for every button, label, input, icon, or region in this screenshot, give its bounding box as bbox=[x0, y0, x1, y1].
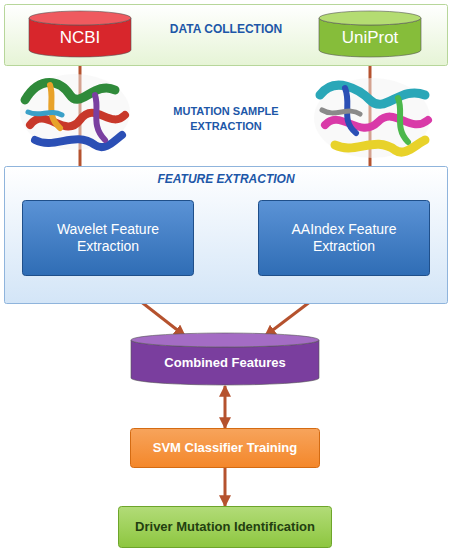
group-band: DATA COLLECTIONNCBIUniProt bbox=[4, 4, 448, 66]
protein-structure-left bbox=[20, 74, 130, 150]
node-label: Wavelet Feature Extraction bbox=[30, 221, 186, 255]
process-box: SVM Classifier Training bbox=[130, 428, 320, 468]
flow-arrow bbox=[224, 386, 227, 428]
process-box: Wavelet Feature Extraction bbox=[22, 200, 194, 276]
group-heading: FEATURE EXTRACTION bbox=[4, 172, 448, 186]
protein-structure-right bbox=[314, 78, 430, 158]
node-label: Driver Mutation Identification bbox=[135, 519, 315, 535]
node-label: NCBI bbox=[60, 28, 101, 48]
node-label: AAIndex Feature Extraction bbox=[266, 221, 422, 255]
process-box: AAIndex Feature Extraction bbox=[258, 200, 430, 276]
process-box: Driver Mutation Identification bbox=[118, 506, 332, 548]
node-label: Combined Features bbox=[164, 355, 285, 371]
database-cylinder: Combined Features bbox=[130, 332, 320, 386]
stage-label: MUTATION SAMPLE EXTRACTION bbox=[136, 104, 316, 135]
database-cylinder: NCBI bbox=[28, 10, 132, 58]
node-label: SVM Classifier Training bbox=[153, 440, 298, 456]
flow-arrow bbox=[224, 468, 227, 506]
database-cylinder: UniProt bbox=[318, 10, 422, 58]
group-band: FEATURE EXTRACTION Wavelet Feature Extrac… bbox=[4, 166, 448, 304]
node-label: UniProt bbox=[342, 28, 399, 48]
